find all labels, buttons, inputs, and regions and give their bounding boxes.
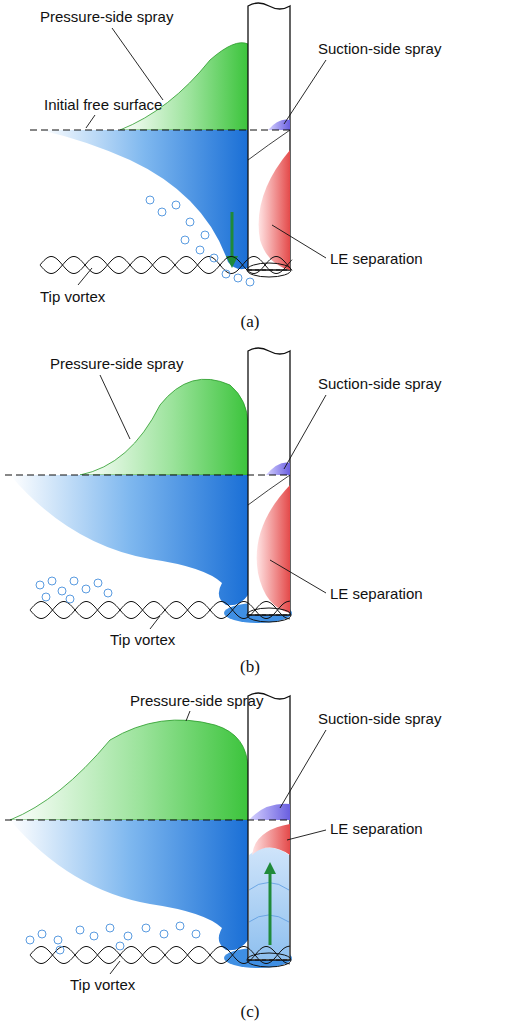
panel-label: (b): [240, 657, 260, 676]
part-label: LE separation: [330, 585, 423, 602]
part-label: Suction-side spray: [318, 40, 441, 57]
part-label: Pressure-side spray: [40, 8, 173, 25]
panel-label: (a): [241, 312, 260, 331]
bubble: [56, 946, 64, 954]
panel-label: (c): [241, 1002, 260, 1021]
part-label: Initial free surface: [44, 96, 162, 113]
bubble: [186, 218, 194, 226]
part-label: Pressure-side spray: [130, 692, 263, 709]
bubble: [38, 930, 46, 938]
part-label: Tip vortex: [70, 976, 135, 993]
tip-loop: [247, 263, 291, 277]
part-label: Tip vortex: [40, 288, 105, 305]
bubble: [181, 236, 189, 244]
bubble: [36, 581, 44, 589]
part-label: Tip vortex: [110, 631, 175, 648]
bubble: [142, 924, 150, 932]
bubble: [234, 274, 242, 282]
bubble: [172, 201, 180, 209]
bubble: [104, 589, 112, 597]
part-label: Suction-side spray: [318, 375, 441, 392]
bubble: [222, 270, 230, 278]
bubble: [146, 196, 154, 204]
bubble: [26, 936, 34, 944]
bubble: [58, 587, 66, 595]
bubble: [246, 278, 254, 286]
tip-loop: [247, 953, 291, 967]
bubble: [76, 926, 84, 934]
bubble: [90, 932, 98, 940]
part-label: LE separation: [330, 250, 423, 267]
panel-a: [30, 3, 326, 286]
bubble: [124, 932, 132, 940]
vortex-line: [30, 946, 290, 963]
bubble: [106, 924, 114, 932]
part-label: Suction-side spray: [318, 710, 441, 727]
bubble: [160, 930, 168, 938]
bubble: [176, 922, 184, 930]
part-label: Pressure-side spray: [50, 355, 183, 372]
bubble: [70, 577, 78, 585]
tip-loop: [247, 608, 291, 622]
bubble: [196, 246, 204, 254]
bubble: [210, 254, 218, 262]
bubble: [66, 595, 74, 603]
bubble: [42, 593, 50, 601]
bubble: [201, 231, 209, 239]
bubble: [54, 936, 62, 944]
bubble: [116, 942, 124, 950]
vortex-line: [30, 601, 290, 618]
bubble: [158, 208, 166, 216]
part-label: LE separation: [330, 820, 423, 837]
bubble: [192, 930, 200, 938]
bubble: [94, 579, 102, 587]
bubble: [48, 577, 56, 585]
vortex-line: [30, 946, 290, 963]
panel-b: [5, 348, 326, 629]
panel-c: [5, 693, 326, 974]
bubble: [82, 585, 90, 593]
